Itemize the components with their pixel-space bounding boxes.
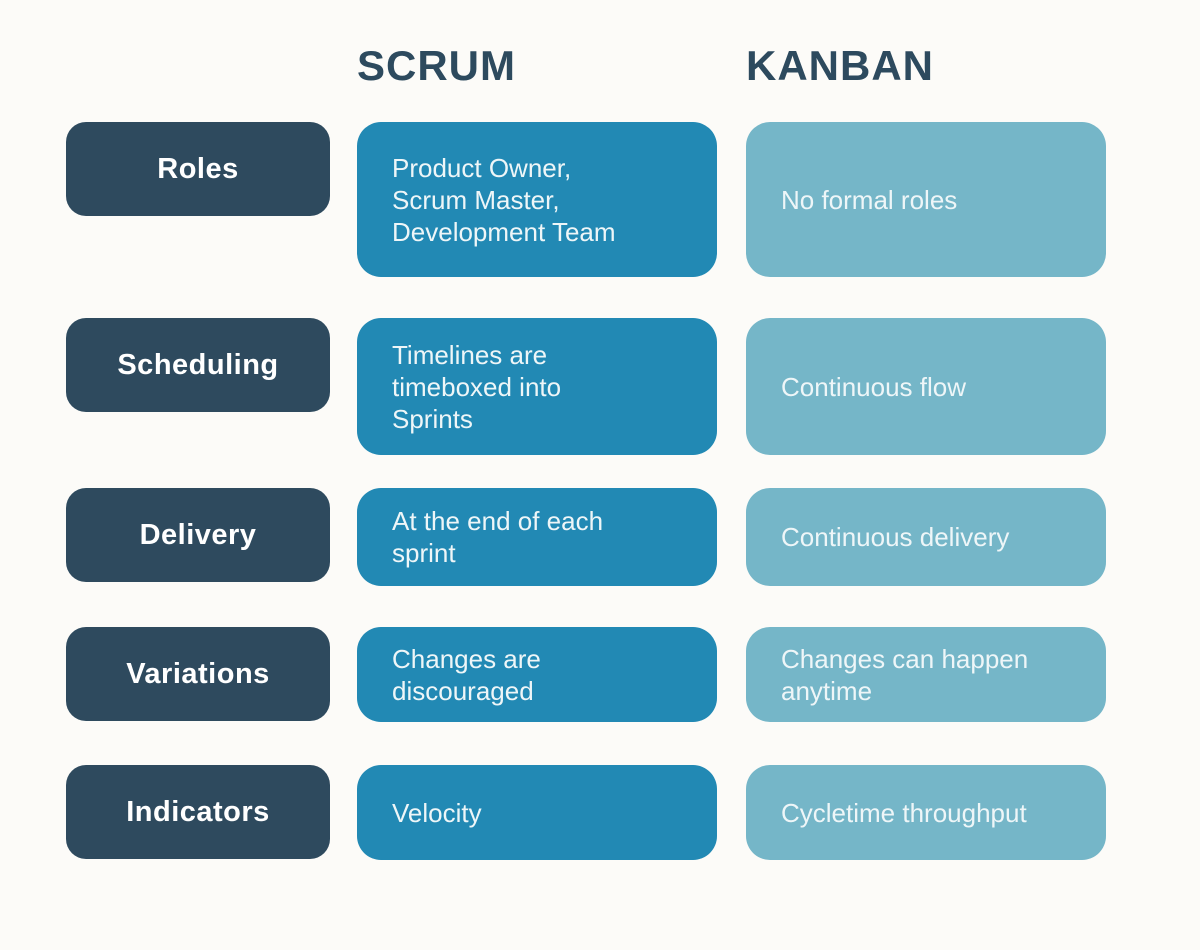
scrum-cell-delivery: At the end of each sprint [357, 488, 717, 586]
kanban-column-header: KANBAN [746, 42, 934, 89]
row-label-scheduling: Scheduling [66, 318, 330, 412]
scrum-column-header: SCRUM [357, 42, 516, 89]
kanban-cell-variations: Changes can happen anytime [746, 627, 1106, 722]
kanban-cell-delivery: Continuous delivery [746, 488, 1106, 586]
scrum-cell-scheduling: Timelines are timeboxed into Sprints [357, 318, 717, 455]
scrum-cell-indicators: Velocity [357, 765, 717, 860]
row-label-delivery: Delivery [66, 488, 330, 582]
row-label-roles: Roles [66, 122, 330, 216]
row-label-variations: Variations [66, 627, 330, 721]
kanban-cell-scheduling: Continuous flow [746, 318, 1106, 455]
kanban-cell-indicators: Cycletime throughput [746, 765, 1106, 860]
scrum-cell-variations: Changes are discouraged [357, 627, 717, 722]
scrum-cell-roles: Product Owner, Scrum Master, Development… [357, 122, 717, 277]
kanban-cell-roles: No formal roles [746, 122, 1106, 277]
row-label-indicators: Indicators [66, 765, 330, 859]
